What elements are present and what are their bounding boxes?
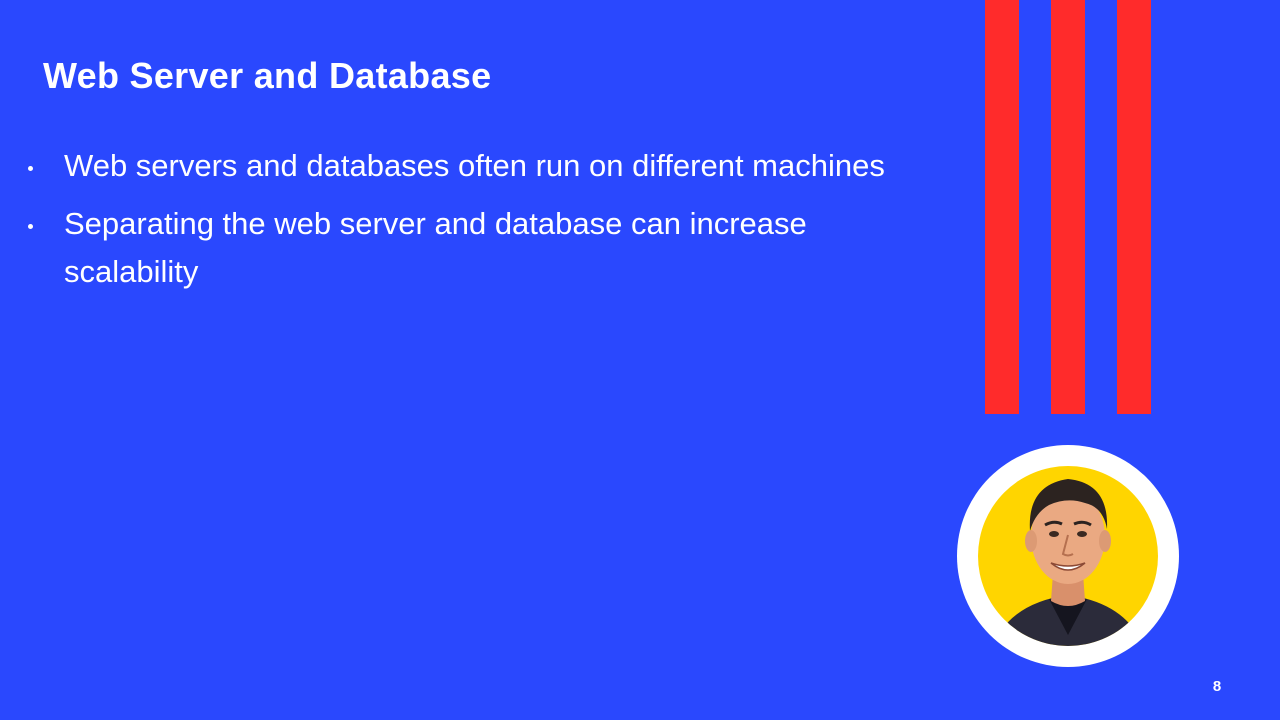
bullet-text: Web servers and databases often run on d…: [64, 148, 885, 183]
slide-title: Web Server and Database: [43, 55, 492, 96]
page-number: 8: [1212, 678, 1222, 695]
red-stripe-decoration: [985, 0, 1019, 414]
presenter-avatar: [957, 445, 1179, 667]
bullet-dot-icon: [28, 224, 33, 229]
bullet-dot-icon: [28, 166, 33, 171]
bullet-list: Web servers and databases often run on d…: [26, 142, 906, 306]
bullet-item: Web servers and databases often run on d…: [26, 142, 906, 190]
bullet-item: Separating the web server and database c…: [26, 200, 906, 296]
red-stripe-decoration: [1117, 0, 1151, 414]
red-stripe-decoration: [1051, 0, 1085, 414]
bullet-text: Separating the web server and database c…: [64, 206, 807, 289]
presenter-avatar-icon: [978, 466, 1158, 646]
